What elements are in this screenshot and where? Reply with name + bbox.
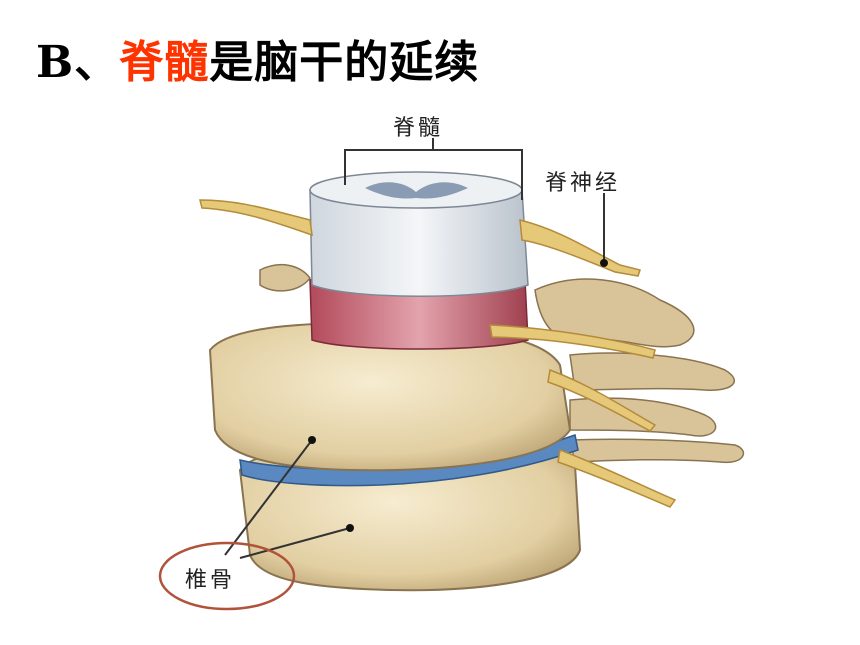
spinal-nerve-label: 脊神经 [545,171,621,196]
spine-drawing [158,138,745,611]
slide-title: B、脊髓是脑干的延续 [36,26,479,90]
vertebra-label: 椎骨 [185,568,236,593]
title-prefix: B、 [36,37,120,88]
spinal-cord-label: 脊髓 [393,116,444,141]
title-highlight: 脊髓 [119,37,210,88]
spine-illustration: 脊髓 脊神经 椎骨 [150,100,770,630]
vertebra-label-circle [158,541,296,611]
vertebra-pointers [224,439,351,559]
title-suffix: 是脑干的延续 [209,37,480,88]
spinal-nerves [199,199,677,508]
spinal-cord-bracket [344,138,523,200]
